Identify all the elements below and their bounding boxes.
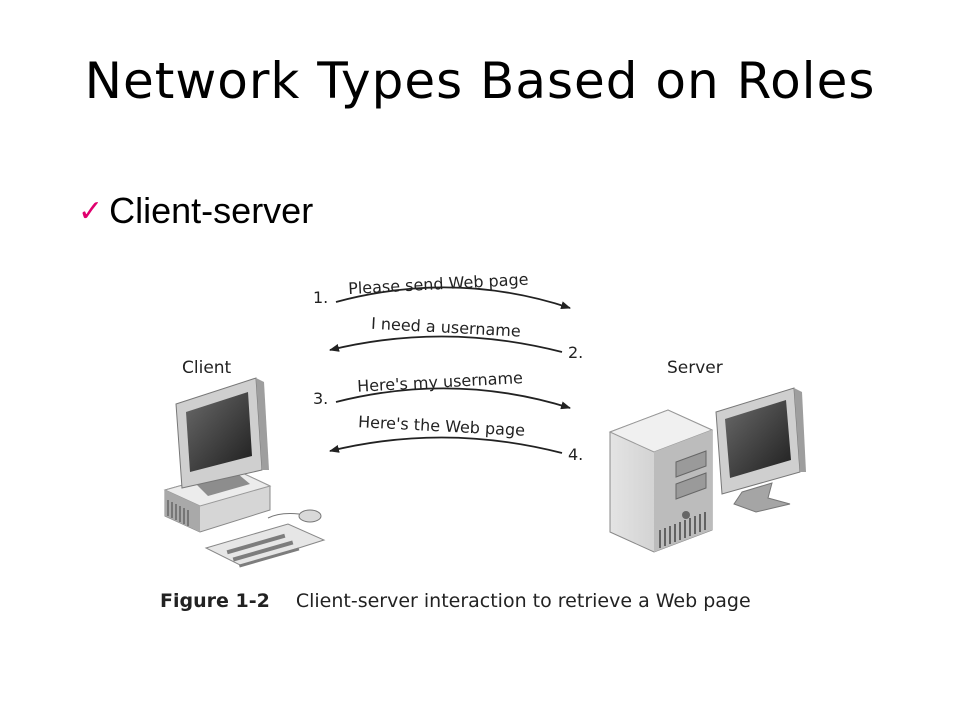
arrow-3 (335, 387, 571, 410)
step-number-3: 3. (313, 389, 328, 408)
step-number-4: 4. (568, 445, 583, 464)
step-number-1: 1. (313, 288, 328, 307)
step-number-2: 2. (568, 343, 583, 362)
arrow-4 (329, 436, 563, 454)
bullet-text: Client-server (109, 190, 314, 231)
message-label-4: Here's the Web page (358, 412, 526, 440)
arrow-2 (329, 335, 563, 353)
server-tower-icon (608, 409, 714, 553)
figure-caption: Figure 1-2 Client-server interaction to r… (160, 590, 751, 612)
server-monitor-icon (715, 387, 806, 513)
checkmark-icon: ✓ (78, 193, 104, 229)
figure-caption-text: Client-server interaction to retrieve a … (295, 590, 751, 612)
bullet-item: ✓ Client-server (78, 190, 313, 232)
slide-title: Network Types Based on Roles (84, 52, 876, 110)
figure-number: Figure 1-2 (160, 590, 270, 612)
arrow-1 (335, 286, 571, 309)
server-label: Server (667, 358, 723, 378)
client-label: Client (182, 358, 232, 378)
client-computer-icon (163, 377, 326, 568)
